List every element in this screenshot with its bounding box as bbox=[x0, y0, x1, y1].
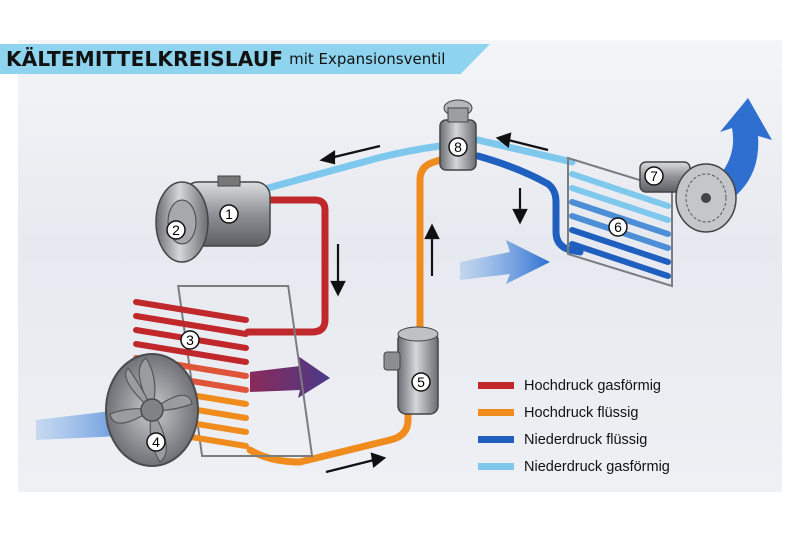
flow-arrow-up bbox=[424, 223, 440, 276]
hot-air-arrow bbox=[250, 356, 330, 398]
legend-swatch-low-gas bbox=[478, 463, 514, 470]
receiver-dryer bbox=[383, 326, 439, 415]
legend-label-low-liquid: Niederdruck flüssig bbox=[524, 431, 648, 448]
legend-item-high-liquid: Hochdruck flüssig bbox=[478, 399, 670, 426]
legend-swatch-high-gas bbox=[478, 382, 514, 389]
badge-2: 2 bbox=[166, 220, 186, 240]
evaporator-blower bbox=[639, 161, 737, 233]
line-high-pressure-gas bbox=[244, 196, 329, 336]
badge-8: 8 bbox=[448, 137, 468, 157]
legend-item-high-gas: Hochdruck gasförmig bbox=[478, 372, 670, 399]
badge-4: 4 bbox=[146, 432, 166, 452]
flow-arrow-evap-down bbox=[512, 188, 528, 225]
badge-8-label: 8 bbox=[454, 139, 462, 155]
flow-arrow-right bbox=[325, 452, 387, 474]
diagram-title: KÄLTEMITTELKREISLAUF bbox=[6, 47, 284, 71]
legend-item-low-gas: Niederdruck gasförmig bbox=[478, 453, 670, 480]
legend-label-low-gas: Niederdruck gasförmig bbox=[524, 458, 670, 475]
cool-air-out-arrow bbox=[690, 98, 772, 214]
condenser-fan bbox=[105, 353, 199, 467]
flow-direction-arrows bbox=[319, 132, 549, 474]
expansion-valve bbox=[439, 99, 477, 171]
badge-6: 6 bbox=[608, 217, 628, 237]
badge-1-label: 1 bbox=[225, 206, 233, 222]
badge-4-label: 4 bbox=[152, 434, 160, 450]
badge-1: 1 bbox=[219, 204, 239, 224]
title-bar: KÄLTEMITTELKREISLAUF mit Expansionsventi… bbox=[0, 44, 490, 74]
legend-label-high-liquid: Hochdruck flüssig bbox=[524, 404, 639, 421]
flow-arrow-evap-left bbox=[495, 132, 549, 152]
evaporator-air-in-arrow bbox=[460, 240, 550, 284]
line-low-pressure-liquid bbox=[474, 152, 584, 256]
badge-3: 3 bbox=[180, 330, 200, 350]
badge-3-label: 3 bbox=[186, 332, 194, 348]
diagram-subtitle: mit Expansionsventil bbox=[289, 50, 446, 68]
badge-5: 5 bbox=[411, 372, 431, 392]
badge-5-label: 5 bbox=[417, 374, 425, 390]
flow-arrow-left bbox=[319, 144, 381, 165]
compressor bbox=[155, 175, 271, 263]
line-low-pressure-gas-return bbox=[474, 136, 576, 166]
component-badges: 1 2 3 4 5 6 7 8 bbox=[146, 137, 664, 452]
legend-label-high-gas: Hochdruck gasförmig bbox=[524, 377, 661, 394]
legend-swatch-high-liquid bbox=[478, 409, 514, 416]
flow-arrow-down bbox=[330, 244, 346, 297]
line-high-pressure-liquid bbox=[246, 406, 412, 466]
line-low-pressure-gas bbox=[264, 142, 444, 192]
evaporator bbox=[567, 156, 673, 288]
badge-7-label: 7 bbox=[650, 168, 658, 184]
badge-6-label: 6 bbox=[614, 219, 622, 235]
badge-2-label: 2 bbox=[172, 222, 180, 238]
legend-item-low-liquid: Niederdruck flüssig bbox=[478, 426, 670, 453]
legend-swatch-low-liquid bbox=[478, 436, 514, 443]
line-high-pressure-liquid-up bbox=[416, 154, 450, 334]
badge-7: 7 bbox=[644, 166, 664, 186]
legend: Hochdruck gasförmig Hochdruck flüssig Ni… bbox=[478, 372, 670, 480]
